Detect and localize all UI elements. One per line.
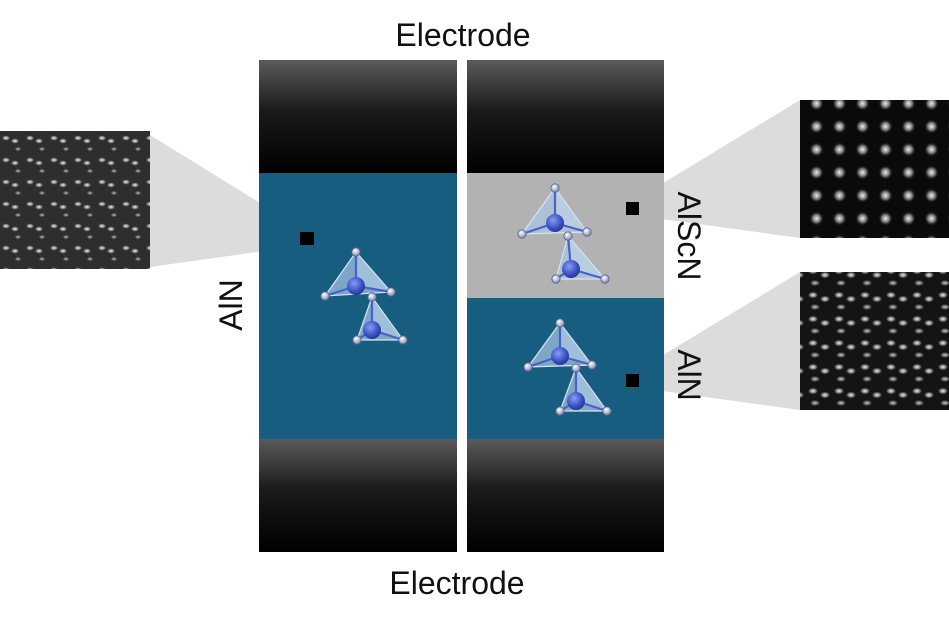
right-top-sample-marker — [626, 202, 639, 215]
metal-atom — [562, 260, 580, 278]
nitrogen-atom — [551, 274, 561, 284]
nitrogen-atom — [352, 335, 362, 345]
nitrogen-atom — [563, 231, 573, 241]
left-top-electrode — [259, 60, 457, 173]
nitrogen-atom — [582, 227, 592, 237]
top-electrode-label: Electrode — [395, 17, 530, 53]
nitrogen-atom — [386, 287, 396, 297]
right-bottom-callout-wedge — [632, 272, 800, 410]
right-alscn-label: AlScN — [671, 192, 707, 281]
nitrogen-atom — [523, 362, 533, 372]
left-bottom-electrode — [259, 439, 457, 552]
right-aln-label: AlN — [671, 349, 707, 401]
bottom-electrode-label: Electrode — [389, 565, 524, 601]
metal-atom — [546, 214, 564, 232]
left-aln-label: AlN — [213, 279, 249, 331]
nitrogen-atom — [517, 229, 527, 239]
right-bottom-stem-image — [800, 272, 949, 410]
right-top-callout-wedge — [632, 100, 800, 238]
right-bottom-sample-marker — [626, 374, 639, 387]
tetrahedron-icon — [517, 183, 592, 239]
tetrahedron-icon — [555, 363, 612, 416]
nitrogen-atom — [351, 247, 361, 257]
left-stem-image — [0, 131, 150, 269]
left-aln-film — [259, 173, 457, 439]
tetrahedron-icon — [551, 231, 610, 284]
right-top-electrode — [467, 60, 664, 173]
tetrahedron-icon — [523, 318, 597, 372]
metal-atom — [347, 277, 365, 295]
metal-atom — [567, 392, 585, 410]
nitrogen-atom — [555, 318, 565, 328]
left-sample-marker — [300, 232, 314, 245]
nitrogen-atom — [602, 406, 612, 416]
nitrogen-atom — [587, 360, 597, 370]
nitrogen-atom — [555, 406, 565, 416]
metal-atom — [551, 347, 569, 365]
right-aln-film — [467, 298, 664, 439]
nitrogen-atom — [600, 274, 610, 284]
metal-atom — [363, 321, 381, 339]
nitrogen-atom — [320, 291, 330, 301]
right-bottom-electrode — [467, 439, 664, 552]
tetrahedron-icon — [352, 292, 408, 345]
nitrogen-atom — [571, 363, 581, 373]
nitrogen-atom — [398, 335, 408, 345]
tetrahedron-icon — [320, 247, 396, 301]
nitrogen-atom — [367, 292, 377, 302]
right-top-stem-image — [800, 100, 949, 238]
nitrogen-atom — [550, 183, 560, 193]
